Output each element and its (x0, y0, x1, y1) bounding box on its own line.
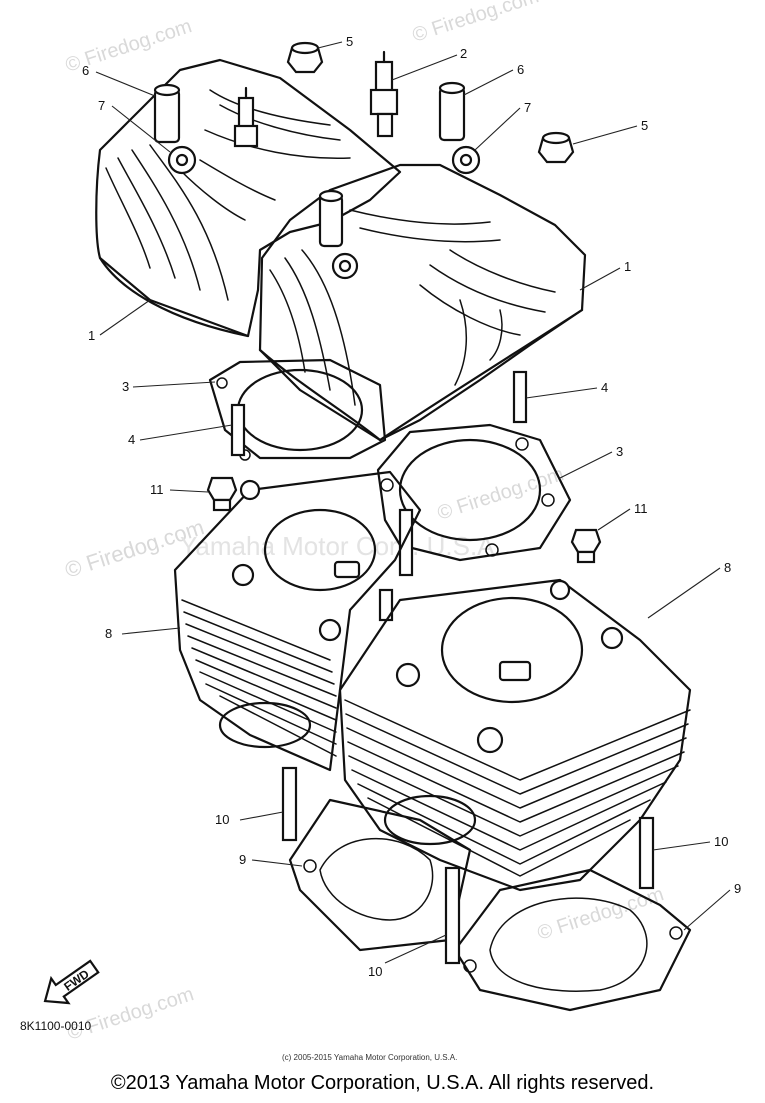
gasket-studs (230, 370, 528, 622)
callout-10-left: 10 (215, 812, 229, 827)
cylinder-head-right (258, 163, 587, 442)
spark-plug-left (233, 86, 259, 148)
spark-plug-right (369, 50, 399, 138)
callouts: 6 7 5 2 6 7 5 1 1 3 4 4 3 11 11 8 8 10 9… (82, 34, 741, 979)
base-gasket-left (288, 798, 472, 952)
callout-7-left: 7 (98, 98, 105, 113)
callout-11-right: 11 (634, 501, 648, 516)
callout-7-right: 7 (524, 100, 531, 115)
head-sleeves (153, 81, 466, 248)
callout-10-right: 10 (714, 834, 728, 849)
small-copyright: (c) 2005-2015 Yamaha Motor Corporation, … (282, 1053, 457, 1062)
head-washers (167, 145, 481, 280)
callout-3-left: 3 (122, 379, 129, 394)
head-nuts (286, 41, 575, 164)
cylinder-left (173, 470, 422, 772)
callout-4-right: 4 (601, 380, 608, 395)
callout-6-right: 6 (517, 62, 524, 77)
callout-10-bottom: 10 (368, 964, 382, 979)
callout-1-left: 1 (88, 328, 95, 343)
fwd-arrow: FWD (43, 959, 100, 1005)
callout-9-left: 9 (239, 852, 246, 867)
callout-5-right: 5 (641, 118, 648, 133)
diagram-code: 8K1100-0010 (20, 1019, 92, 1033)
base-gasket-right (453, 868, 692, 1012)
callout-9-right: 9 (734, 881, 741, 896)
cylinder-nuts (206, 476, 602, 564)
head-gasket-right (376, 423, 572, 562)
cylinder-head-left (95, 58, 402, 338)
callout-1-right: 1 (624, 259, 631, 274)
watermark-bottom-left: © Firedog.com (65, 983, 197, 1045)
leader-lines (95, 41, 731, 964)
callout-5-top: 5 (346, 34, 353, 49)
callout-3-right: 3 (616, 444, 623, 459)
cylinder-right (338, 578, 692, 892)
footer-copyright: ©2013 Yamaha Motor Corporation, U.S.A. A… (110, 1072, 655, 1094)
callout-2: 2 (460, 46, 467, 61)
watermarks: © Firedog.com © Firedog.com © Firedog.co… (62, 0, 667, 1045)
base-studs (281, 766, 655, 965)
callout-6-left: 6 (82, 63, 89, 78)
callout-8-left: 8 (105, 626, 112, 641)
callout-11-left: 11 (150, 482, 164, 497)
callout-4-left: 4 (128, 432, 135, 447)
watermark-center: Yamaha Motor Corp. U.S.A. (180, 531, 502, 561)
callout-8-right: 8 (724, 560, 731, 575)
watermark-top-right: © Firedog.com (410, 0, 542, 47)
